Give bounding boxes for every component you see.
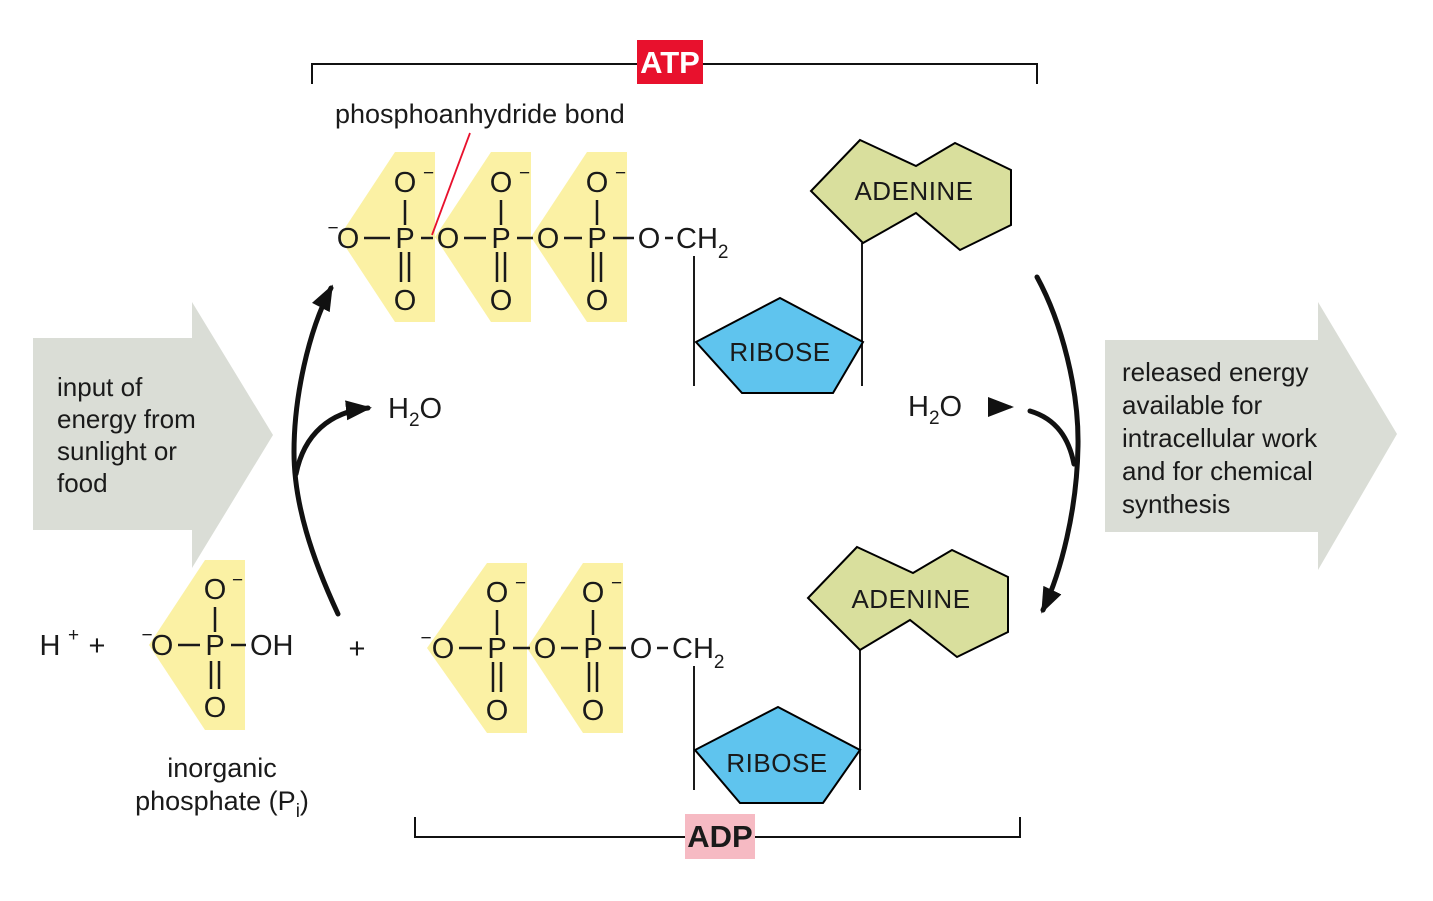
adp-tag-box [685, 814, 755, 859]
atom-O: O [490, 285, 513, 317]
water-released-label: H2O [388, 393, 442, 431]
atom-O: O [638, 223, 661, 255]
atom-O: O [337, 223, 360, 255]
inorganic-phosphate-group: H + + − O P OH O − O inorganic phosphate… [40, 560, 366, 822]
atom-P: P [583, 633, 602, 665]
atom-P: P [587, 223, 606, 255]
atom-O: O [151, 630, 174, 662]
atom-minus: − [519, 163, 530, 184]
phosphoanhydride-pointer-line [431, 132, 471, 236]
atp-phosphate-chain: − O P O P O P O CH2 O − O − O − O O O [327, 163, 728, 317]
atp-ribose-shape [694, 296, 865, 394]
atom-O: O [486, 695, 509, 727]
inorganic-phosphate-caption-line2: phosphate (Pi) [135, 786, 309, 822]
atom-O: O [537, 223, 560, 255]
plus-sign: + [349, 633, 366, 665]
atom-OH: OH [250, 630, 294, 662]
hydrolysis-cycle-arrow [1034, 274, 1081, 614]
energy-input-line-3: sunlight or [57, 436, 177, 466]
atom-P: P [491, 223, 510, 255]
inorganic-phosphate-caption-line1: inorganic [167, 753, 277, 783]
atom-minus: − [232, 570, 243, 591]
atom-minus: − [423, 163, 434, 184]
energy-output-line-1: released energy [1122, 357, 1308, 387]
atom-CH2: CH2 [672, 633, 724, 673]
adp-ribose-label: RIBOSE [726, 748, 827, 778]
atom-P: P [487, 633, 506, 665]
adp-adenine-shape [806, 545, 1009, 659]
atom-minus: − [515, 573, 526, 594]
synthesis-cycle-arrow [291, 284, 341, 617]
atom-minus: − [611, 573, 622, 594]
atom-minus: − [615, 163, 626, 184]
atom-minus: − [141, 625, 152, 646]
atp-tag-box [637, 40, 703, 84]
atom-minus: − [327, 218, 338, 239]
atom-minus: − [420, 628, 431, 649]
atom-O: O [394, 167, 417, 199]
atom-O: O [394, 285, 417, 317]
atp-adenine-label: ADENINE [854, 176, 973, 206]
atom-O: O [586, 285, 609, 317]
energy-input-line-2: energy from [57, 404, 196, 434]
atom-P: P [395, 223, 414, 255]
energy-input-line-4: food [57, 468, 108, 498]
plus-sign: + [89, 630, 106, 662]
atom-O: O [437, 223, 460, 255]
atp-tag-label: ATP [640, 45, 700, 80]
water-input-merge-curve [1027, 408, 1077, 467]
energy-input-arrow [33, 302, 273, 568]
adp-ribose-shape [693, 705, 862, 804]
adp-phosphate-chain: − O P O P O CH2 O − O − O O [420, 573, 724, 727]
atom-O: O [582, 695, 605, 727]
atom-O: O [490, 167, 513, 199]
hydrogen-ion-charge: + [68, 625, 79, 646]
phosphoanhydride-label: phosphoanhydride bond [335, 99, 625, 129]
energy-input-line-1: input of [57, 372, 143, 402]
atom-O: O [586, 167, 609, 199]
energy-output-line-4: and for chemical [1122, 456, 1313, 486]
energy-output-arrow [1105, 302, 1397, 570]
atp-adenine-shape [809, 138, 1012, 252]
atp-ribose-label: RIBOSE [729, 337, 830, 367]
water-release-arrow [293, 400, 372, 477]
energy-output-line-2: available for [1122, 390, 1263, 420]
atom-O: O [486, 577, 509, 609]
atom-O: O [630, 633, 653, 665]
atom-O: O [432, 633, 455, 665]
atom-P: P [205, 630, 224, 662]
atom-O: O [204, 574, 227, 606]
atom-CH2: CH2 [676, 223, 728, 263]
atom-O: O [204, 692, 227, 724]
atom-O: O [534, 633, 557, 665]
water-consumed-label: H2O [908, 391, 962, 429]
energy-output-line-5: synthesis [1122, 489, 1230, 519]
hydrogen-ion-label: H [40, 630, 61, 662]
adp-tag-label: ADP [687, 819, 752, 854]
adp-adenine-label: ADENINE [851, 584, 970, 614]
energy-output-line-3: intracellular work [1122, 423, 1318, 453]
atom-O: O [582, 577, 605, 609]
